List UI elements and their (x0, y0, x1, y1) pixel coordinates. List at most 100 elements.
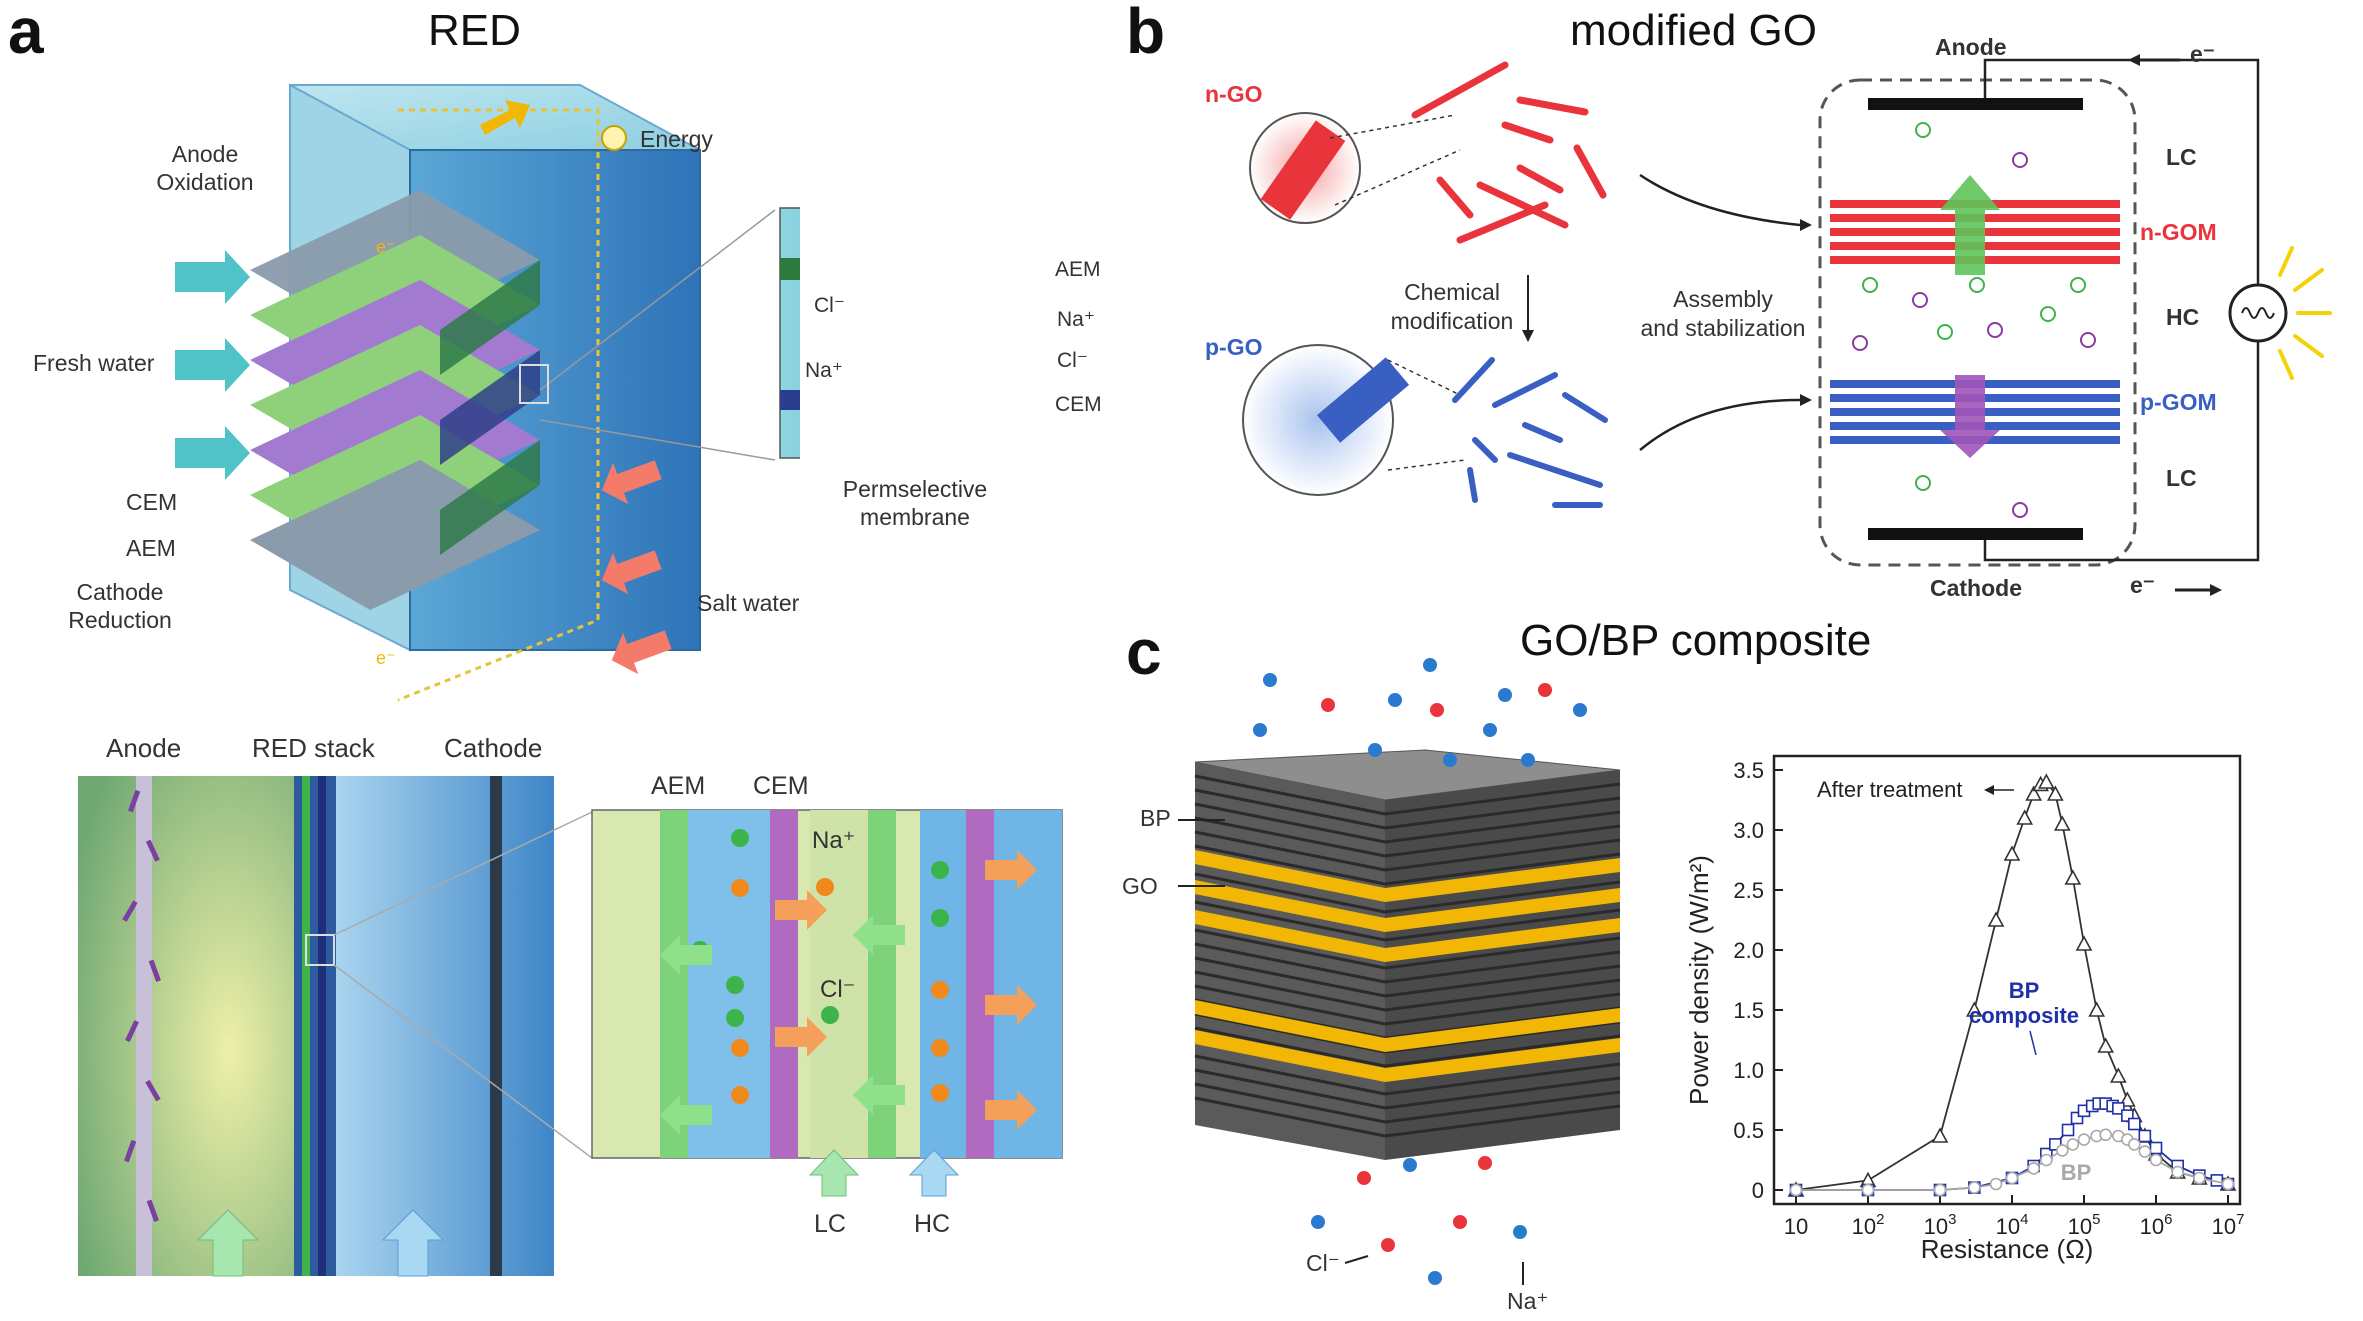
circle-marker (1789, 1183, 1803, 1197)
anode-label: Anode (1935, 34, 2007, 60)
bottom-cathode-label: Cathode (444, 733, 543, 763)
composite-layer-line (1194, 1096, 1621, 1138)
circle-marker (1989, 1177, 2003, 1191)
triangle-marker (1987, 911, 2005, 927)
energy-arrow (480, 100, 530, 135)
triangle-marker (2003, 845, 2021, 861)
composite-layer-line (1194, 1026, 1621, 1068)
ions-top (1253, 658, 1587, 767)
y-tick-label: 1.0 (1733, 1058, 1764, 1083)
zoom-cl-label: Cl⁻ (820, 976, 856, 1003)
triangle-marker (2047, 785, 2064, 801)
panel-a-letter: a (8, 0, 44, 67)
inset-na-right-label: Na⁺ (1057, 308, 1095, 331)
square-marker (2138, 1129, 2152, 1143)
y-tick-label: 1.5 (1733, 998, 1764, 1023)
composite-layer-line (1194, 1082, 1621, 1124)
red-stack-diagram (175, 83, 800, 702)
composite-layer-line (1194, 970, 1621, 1012)
salt-water-label: Salt water (697, 590, 800, 616)
electron-label-top: e⁻ (376, 237, 396, 257)
cathode-electrode (1868, 528, 2083, 540)
square-marker (2121, 1109, 2134, 1122)
circle-marker (2138, 1145, 2152, 1158)
anode-chamber (78, 776, 294, 1276)
zoom-aem-label: AEM (651, 772, 706, 800)
zoom-cem-strip-1 (770, 810, 798, 1158)
cathode-up-arrow (381, 1209, 445, 1277)
electron-top-label: e⁻ (2190, 41, 2215, 67)
hc-up-arrow (908, 1149, 960, 1197)
y-axis-label: Power density (W/m²) (1684, 855, 1714, 1105)
panel-b-title: modified GO (1570, 6, 1817, 55)
lc-label: LC (814, 1210, 846, 1238)
red-stack-band (294, 776, 336, 1276)
anode-electrode (136, 776, 152, 1276)
cathode-electrode (490, 776, 502, 1276)
panel-c-title: GO/BP composite (1520, 616, 1872, 665)
y-tick-label: 2.5 (1733, 878, 1764, 903)
zoom-cem-label: CEM (753, 772, 809, 800)
composite-layer-line (1194, 844, 1621, 886)
cl-label: Cl⁻ (1306, 1250, 1340, 1276)
bp-annotation: BP (2061, 1160, 2092, 1185)
composite-layer-line (1194, 788, 1621, 830)
ions-bottom (1311, 1156, 1527, 1285)
zoom-na-label: Na⁺ (812, 827, 856, 854)
hc-label: HC (914, 1210, 951, 1238)
anode-up-arrow (196, 1209, 260, 1277)
triangle-marker (2016, 809, 2034, 825)
triangle-marker (1931, 1127, 1949, 1143)
panel-b-letter: b (1126, 0, 1166, 67)
inset-membrane-bg (779, 207, 800, 459)
salt-water-arrows (601, 460, 672, 675)
x-tick-label: 10 (1784, 1214, 1808, 1239)
zoom-aem-strip-1 (660, 810, 688, 1158)
y-tick-label: 3.5 (1733, 758, 1764, 783)
p-go-label: p-GO (1205, 334, 1263, 360)
p-go-sheets (1452, 357, 1608, 508)
energy-bulb-icon (601, 125, 627, 151)
hc-label: HC (2166, 304, 2200, 330)
go-bp-composite-diagram (1178, 658, 1621, 1285)
x-tick-label: 106 (2140, 1211, 2173, 1239)
electron-label-bottom: e⁻ (376, 648, 396, 668)
n-go-label: n-GO (1205, 81, 1263, 107)
composite-layer-line (1194, 900, 1621, 942)
panel-c-letter: c (1126, 616, 1162, 688)
composite-layer-line (1194, 816, 1621, 858)
cathode-chamber (336, 776, 554, 1276)
energy-wire (397, 108, 600, 702)
lc-up-arrow (808, 1149, 860, 1197)
triangle-marker (2025, 785, 2043, 801)
circle-marker (2066, 1138, 2080, 1151)
panel-a-title: RED (428, 6, 521, 55)
fresh-water-label: Fresh water (33, 350, 155, 376)
circle-marker (2005, 1171, 2019, 1185)
lc-top-label: LC (2166, 144, 2197, 170)
bp-composite-annotation-1: BP (2009, 978, 2040, 1003)
go-gold-layers (1195, 850, 1620, 1082)
electron-bottom-label: e⁻ (2130, 572, 2155, 598)
y-tick-label: 3.0 (1733, 818, 1764, 843)
x-tick-label: 102 (1852, 1211, 1885, 1239)
cathode-label: Cathode (1930, 575, 2022, 601)
n-gom-label: n-GOM (2140, 219, 2217, 245)
circle-marker (2171, 1165, 2184, 1179)
circle-marker (2099, 1128, 2112, 1142)
circle-marker (2193, 1171, 2206, 1185)
triangle-marker (2075, 935, 2093, 951)
bottom-anode-label: Anode (106, 733, 182, 763)
square-marker (2070, 1111, 2084, 1125)
triangle-marker (2110, 1067, 2127, 1083)
inset-cem-band (780, 390, 800, 410)
y-tick-label: 0.5 (1733, 1118, 1764, 1143)
circle-marker (1933, 1183, 1947, 1197)
circle-marker (2149, 1153, 2163, 1167)
composite-layer-line (1194, 802, 1621, 844)
triangle-marker (2088, 1001, 2106, 1017)
y-tick-label: 0 (1752, 1178, 1764, 1203)
composite-layer-line (1194, 830, 1621, 872)
composite-layer-line (1194, 774, 1621, 816)
